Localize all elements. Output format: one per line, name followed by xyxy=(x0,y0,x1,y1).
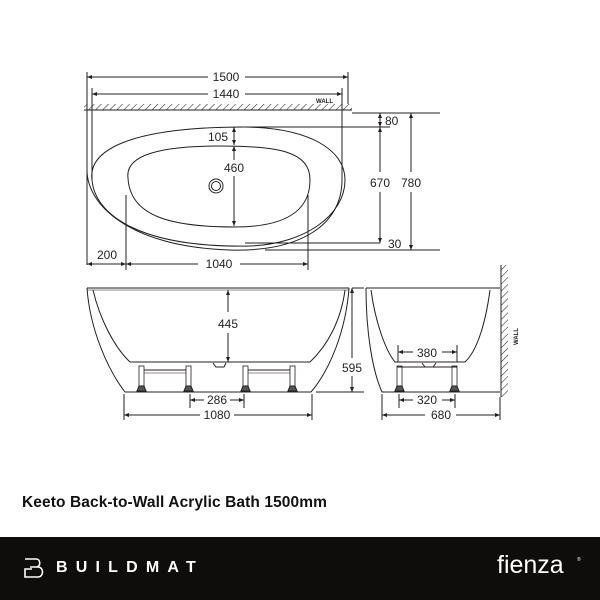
dim-1080: 1080 xyxy=(204,408,231,422)
dim-320: 320 xyxy=(417,393,437,407)
brand-footer xyxy=(0,537,600,600)
dim-1500: 1500 xyxy=(213,70,240,84)
dim-286: 286 xyxy=(207,393,227,407)
fienza-wordmark: fienza xyxy=(497,551,564,579)
wall-label-top: WALL xyxy=(316,99,333,105)
dim-1440: 1440 xyxy=(213,87,240,101)
dim-445: 445 xyxy=(218,317,238,331)
side-elevation xyxy=(365,265,508,420)
dim-380: 380 xyxy=(417,346,437,360)
dim-595: 595 xyxy=(342,361,362,375)
dim-105: 105 xyxy=(208,130,228,144)
product-title: Keeto Back-to-Wall Acrylic Bath 1500mm xyxy=(22,494,327,511)
plan-view xyxy=(84,72,440,270)
wall-label-side: WALL xyxy=(514,328,520,345)
dim-670: 670 xyxy=(370,176,390,190)
bath-technical-drawing: 1500 1440 WALL 80 105 460 670 780 30 200… xyxy=(84,70,520,422)
dim-200: 200 xyxy=(97,248,117,262)
front-elevation xyxy=(86,287,364,420)
dim-460: 460 xyxy=(224,161,244,175)
registered-mark: ® xyxy=(577,557,581,563)
dim-80: 80 xyxy=(385,114,399,128)
dim-780: 780 xyxy=(401,176,421,190)
side-elevation-labels: 380 320 680 WALL xyxy=(417,328,520,422)
front-elevation-labels: 445 595 286 1080 xyxy=(204,317,363,422)
dim-1040: 1040 xyxy=(206,257,233,271)
plan-view-labels: 1500 1440 WALL 80 105 460 670 780 30 200… xyxy=(97,70,421,271)
dim-30: 30 xyxy=(388,237,402,251)
buildmat-wordmark: BUILDMAT xyxy=(56,559,204,576)
dim-680: 680 xyxy=(431,408,451,422)
buildmat-logo-icon xyxy=(24,558,44,578)
